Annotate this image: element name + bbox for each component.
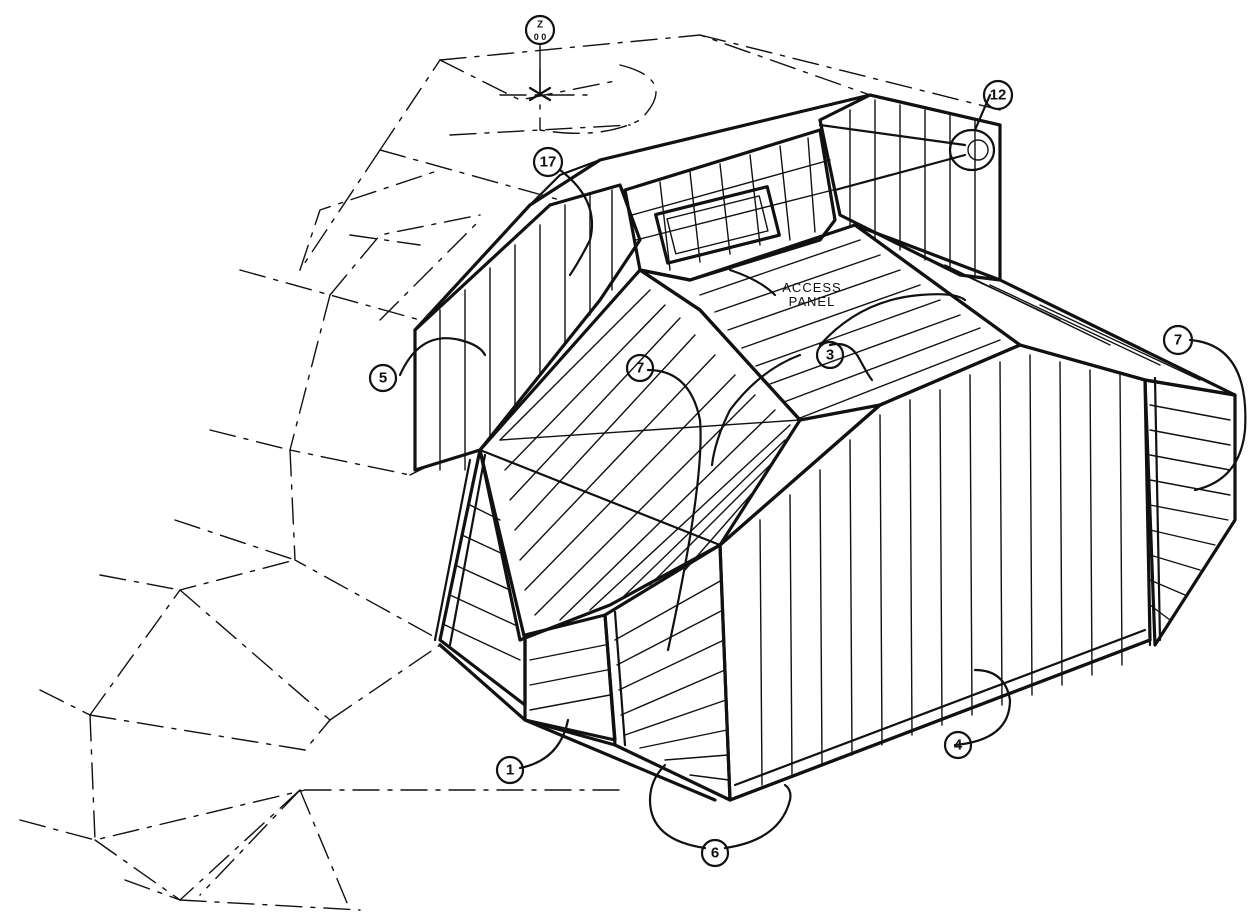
leader-6-a <box>648 763 707 850</box>
callout-1-text: 1 <box>506 762 514 779</box>
leader-3-b <box>828 342 874 382</box>
access-panel-label-line2: PANEL <box>789 294 836 309</box>
aft-bulkhead <box>818 93 1002 282</box>
callout-12-text: 12 <box>990 87 1007 104</box>
right-end-panel <box>1143 376 1237 647</box>
callout-17-text: 17 <box>540 154 557 171</box>
callout-4: 4 <box>943 730 973 760</box>
leader-5 <box>398 337 487 377</box>
callout-17: 17 <box>532 146 564 178</box>
leader-12 <box>973 93 992 132</box>
callout-6: 6 <box>700 838 730 868</box>
datum-upper-text: Z <box>537 20 543 31</box>
callout-7-right: 7 <box>1162 324 1194 356</box>
top-deck-corner <box>528 158 602 207</box>
leader-7-left <box>646 368 702 652</box>
leader-4 <box>953 668 1012 747</box>
access-panel-frame <box>654 185 781 265</box>
access-panel-door <box>666 195 769 255</box>
phantom-construction-lines <box>19 34 1001 911</box>
upper-left-side-wall <box>413 183 642 472</box>
leader-6-b <box>723 783 792 850</box>
callout-4-text: 4 <box>954 737 963 754</box>
callout-5-text: 5 <box>379 370 387 387</box>
access-panel-label: ACCESS PANEL <box>782 280 841 309</box>
nose-panel-left <box>433 448 527 707</box>
leader-3-c <box>818 293 967 347</box>
leader-1 <box>518 718 570 770</box>
datum-symbol: Z 0 0 <box>524 14 556 102</box>
callout-12: 12 <box>982 79 1014 111</box>
leader-7-right <box>1188 338 1247 492</box>
callout-7-left: 7 <box>625 353 655 383</box>
leader-lines <box>398 93 1247 850</box>
lower-nose-block <box>438 613 717 802</box>
callout-3: 3 <box>815 340 845 370</box>
leader-access <box>728 268 777 297</box>
callout-1: 1 <box>495 755 525 785</box>
datum-lower-text: 0 0 <box>534 32 547 42</box>
leader-3-a <box>710 353 802 467</box>
left-sloped-panel <box>478 268 802 642</box>
callout-6-text: 6 <box>711 845 719 862</box>
access-panel-label-line1: ACCESS <box>782 280 841 295</box>
datum-cross <box>528 86 552 102</box>
upper-right-slope <box>853 223 1237 397</box>
callout-7-left-text: 7 <box>636 360 644 377</box>
leader-17 <box>558 168 594 277</box>
callout-5: 5 <box>368 363 398 393</box>
main-side-panel <box>718 343 1152 802</box>
callout-7-right-text: 7 <box>1174 332 1182 349</box>
callout-3-text: 3 <box>826 347 834 364</box>
fitting-inner-ring <box>967 139 989 161</box>
fitting-ring <box>948 128 996 172</box>
access-hump <box>623 128 837 282</box>
